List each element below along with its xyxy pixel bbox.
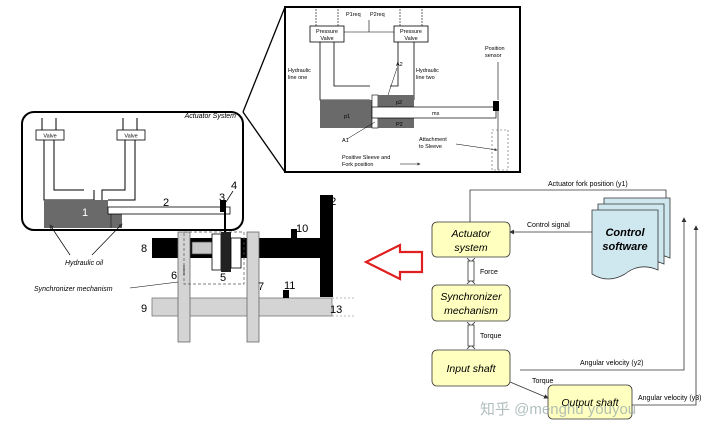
synchronizer-block-l2: mechanism [444,305,498,317]
position-sensor-l2: sensor [485,53,502,59]
label-10: 10 [296,223,308,235]
pressure-valve-right-line2: Valve [404,36,417,42]
synchronizer-block-l1: Synchronizer [440,291,502,303]
inset-panel: Pressure Valve Pressure Valve P1req P2re… [284,6,521,173]
output-shaft-label: Output shaft [561,397,619,409]
pressure-valve-right [393,25,429,43]
control-software-doc: Control software [591,197,671,280]
valve-left-label: Valve [43,134,56,140]
actuator-system-block [431,221,511,258]
pressure-valve-left-line1: Pressure [316,29,338,35]
valve-right-label: Valve [124,134,137,140]
sleeve [221,232,231,272]
label-12: 12 [324,196,336,208]
hydraulic-oil-label: Hydraulic oil [65,260,104,267]
label-8: 8 [141,243,147,255]
actuator-system-label: Actuator System [184,113,237,120]
pos-sleeve-l2: Fork position [342,162,374,168]
zoom-line-bottom [242,111,286,173]
zoom-line-top [242,6,286,113]
gear-7 [246,231,260,343]
valve-right [116,129,146,141]
piston-rod [107,206,231,215]
label-13: 13 [330,304,342,316]
p2req-label: P2req [370,12,385,18]
p2-bottom-label: P2 [396,122,403,128]
p1-label: p1 [344,114,350,120]
angular-y3-label: Angular velocity (y3) [638,395,701,402]
attachment-l2: to Sleeve [419,144,442,150]
p1req-label: P1req [346,12,361,18]
p2-top-label: p2 [396,100,402,106]
synchronizer-block [431,284,511,322]
shaft-9 [151,297,333,317]
control-software-l2: software [602,241,647,253]
position-sensor-l1: Position [485,46,505,52]
inset-chamber-p1 [320,100,372,128]
pressure-valve-right-line1: Pressure [400,29,422,35]
torque2-label: Torque [532,378,554,385]
pos-sleeve-l1: Positive Sleeve and [342,155,390,161]
force-label: Force [480,269,498,276]
a1-label: A1 [342,138,349,144]
label-5: 5 [220,272,226,284]
synchronizer-dashed-box [183,231,245,285]
actuator-block-l2: system [454,242,488,254]
fork-position-label: Actuator fork position (y1) [548,181,628,188]
label-9: 9 [141,303,147,315]
position-sensor-block [220,200,226,212]
label-2: 2 [163,197,169,209]
pressure-valve-left-line2: Valve [320,36,333,42]
input-shaft-block [431,349,511,387]
a2-label: A2 [396,62,403,68]
synchronizer-mechanism-label: Synchronizer mechanism [34,286,113,293]
torque1-label: Torque [480,333,502,340]
ms-label: ms [432,111,440,117]
label-7: 7 [258,281,264,293]
label-11: 11 [284,280,295,292]
output-shaft-block [547,384,633,420]
watermark: 知乎 @menghu youyou [480,401,636,418]
valve-left [35,129,65,141]
actuator-system-box: Actuator System Valve Valve 1 2 3 4 [21,111,244,231]
hyd-line-two-l2: line two [416,75,435,81]
input-shaft-label: Input shaft [446,363,496,375]
label-4: 4 [231,180,237,192]
actuator-block-l1: Actuator [450,228,491,240]
label-3: 3 [219,192,225,204]
pressure-valve-left [309,25,345,43]
angular-y2-label: Angular velocity (y2) [580,360,643,367]
control-software-l1: Control [605,227,645,239]
force-double-arrow [466,257,476,285]
red-arrow-icon [363,243,424,281]
inset-rod [371,106,497,119]
hyd-line-two-l1: Hydraulic [416,68,439,74]
hyd-line-one-l1: Hydraulic [288,68,311,74]
hydraulic-oil-chamber [44,200,108,228]
plate-12 [320,195,333,297]
label-6: 6 [171,270,177,282]
attachment-l1: Attachment [419,137,447,143]
hyd-line-one-l2: line one [288,75,307,81]
torque-double-arrow [466,321,476,350]
control-signal-label: Control signal [527,222,570,229]
label-1: 1 [82,207,88,219]
